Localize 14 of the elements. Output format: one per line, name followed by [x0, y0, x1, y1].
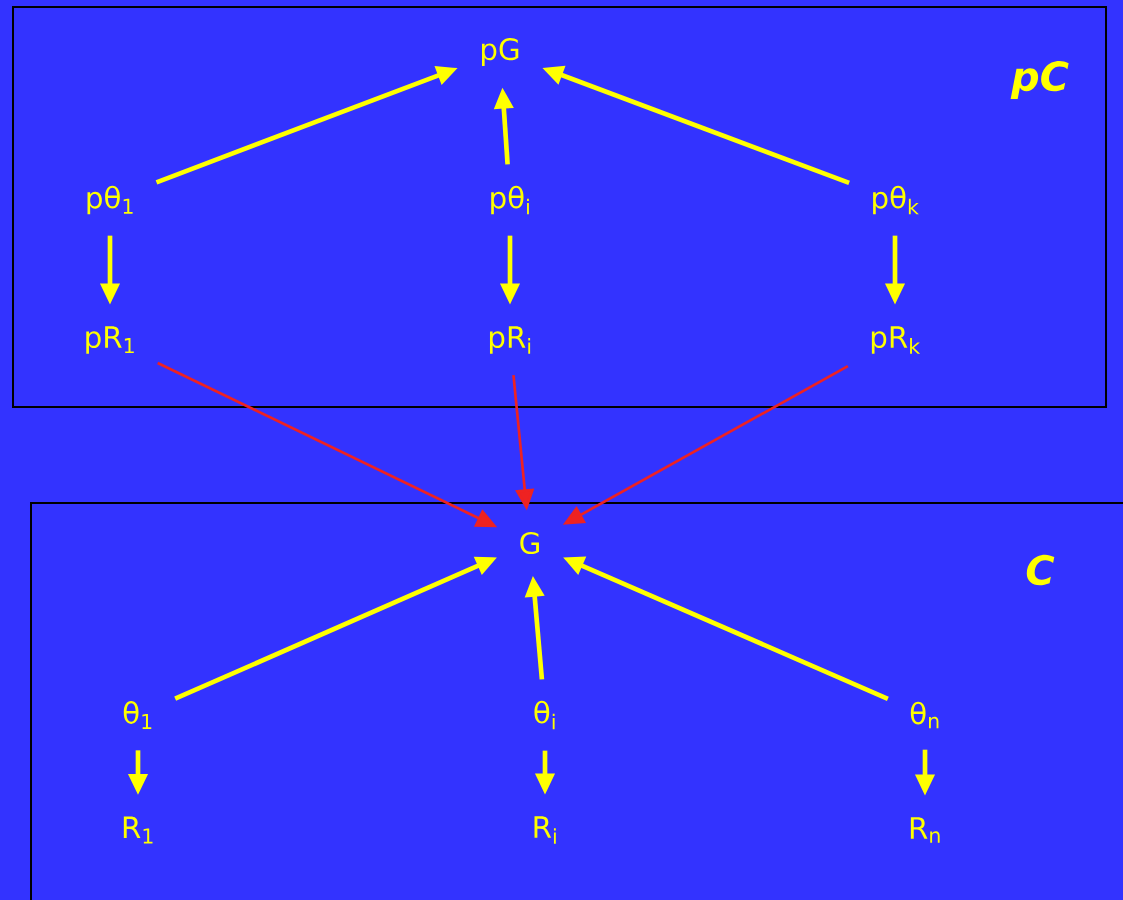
- node-label: pθ$_{1}$: [87, 185, 133, 215]
- node-label: θ$_{i}$: [534, 700, 555, 730]
- node-label: pθ$_{k}$: [873, 185, 919, 215]
- node-label: pR$_{i}$: [490, 326, 531, 354]
- node-label: pR$_{k}$: [871, 326, 921, 354]
- node-label: G: [520, 531, 539, 555]
- node-label: θ$_{n}$: [910, 701, 939, 729]
- node-label: pG: [482, 38, 519, 66]
- node-label: pθ$_{i}$: [491, 185, 529, 215]
- node-label: pR$_{1}$: [86, 326, 134, 354]
- node-label: R$_{n}$: [910, 817, 940, 843]
- node-label: θ$_{1}$: [123, 701, 152, 729]
- node-label: R$_{1}$: [123, 816, 153, 844]
- node-label: R$_{i}$: [534, 816, 556, 844]
